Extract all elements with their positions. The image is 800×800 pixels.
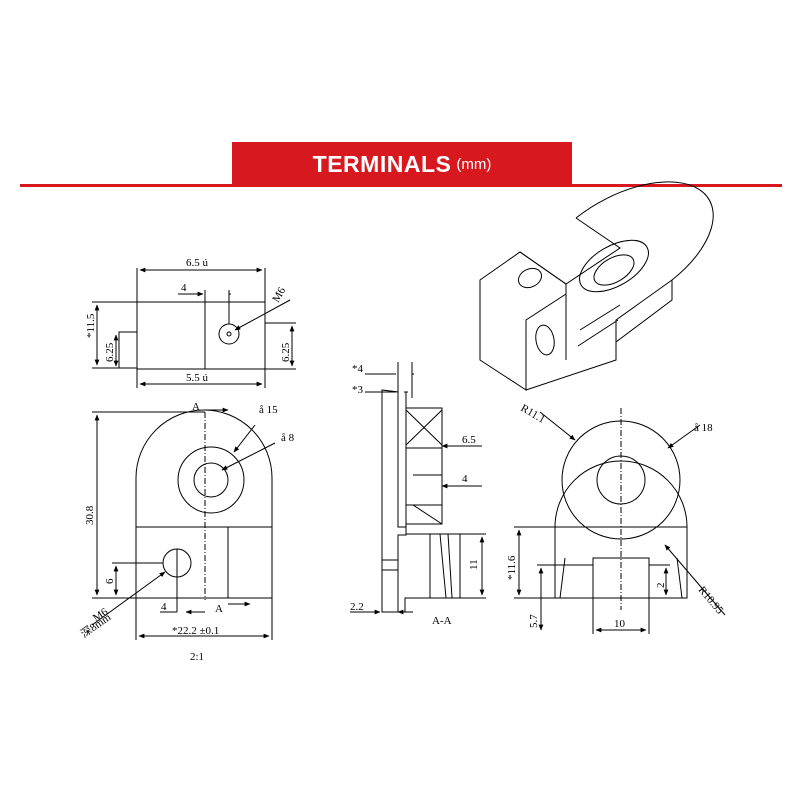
section-mark-top: A — [192, 401, 200, 413]
top-view-hole — [218, 323, 240, 345]
dim-front-height: 30.8 — [84, 505, 96, 525]
section-mark-bottom: A — [215, 603, 223, 615]
dim-front-width: *22.2 ±0.1 — [172, 625, 219, 637]
section-view — [350, 362, 486, 615]
dim-side-base: 5.7 — [528, 614, 540, 628]
side-view-outline — [554, 460, 688, 599]
dim-side-radius-bottom: R10.95 — [696, 584, 726, 617]
dim-section-f: 2.2 — [350, 601, 364, 613]
header-rule — [20, 184, 782, 187]
top-view — [92, 267, 296, 388]
front-view-outline — [135, 409, 273, 599]
dim-side-radius-top: R11.1 — [519, 402, 548, 425]
dim-section-c: 6.5 — [462, 434, 476, 446]
title-banner: TERMINALS (mm) — [232, 142, 572, 186]
dim-section-a: *4 — [352, 363, 364, 375]
isometric-view — [479, 181, 714, 391]
dim-section-d: 4 — [462, 473, 468, 485]
dim-side-small: 2 — [655, 583, 667, 589]
dim-front-hole-height: 6 — [104, 578, 116, 584]
dim-section-e: 11 — [468, 559, 480, 570]
dim-front-offset: 4 — [161, 601, 167, 613]
dim-section-b: *3 — [352, 384, 364, 396]
dim-top-height: *11.5 — [85, 313, 97, 338]
dim-top-width: 6.5 ú — [186, 257, 209, 269]
section-label: A-A — [432, 615, 452, 627]
front-view — [91, 407, 276, 640]
dim-side-width: 10 — [614, 618, 626, 630]
dim-front-dia-inner: å 8 — [281, 432, 295, 444]
iso-block-front — [479, 251, 567, 391]
dimension-labels: 6.5 ú 5.5 ú 4 M6 *11.5 6.25 6.25 A A å 1… — [78, 257, 726, 663]
dim-top-subheight: 6.25 — [104, 342, 116, 362]
top-view-tab — [118, 331, 138, 369]
scale-label: 2:1 — [190, 651, 204, 663]
page-unit: (mm) — [456, 155, 492, 173]
dim-side-dia: å 18 — [694, 422, 713, 434]
dim-top-thread: M6 — [270, 285, 288, 305]
dim-top-offset: 4 — [181, 282, 187, 294]
dim-front-dia-outer: å 15 — [259, 404, 278, 416]
dim-top-width-bottom: 5.5 ú — [186, 372, 209, 384]
side-view — [514, 408, 726, 634]
dim-top-right-height: 6.25 — [280, 342, 292, 362]
page-title: TERMINALS — [312, 150, 452, 177]
dim-side-height: *11.6 — [506, 555, 518, 580]
top-view-body — [136, 301, 266, 370]
section-view-left — [381, 389, 407, 613]
